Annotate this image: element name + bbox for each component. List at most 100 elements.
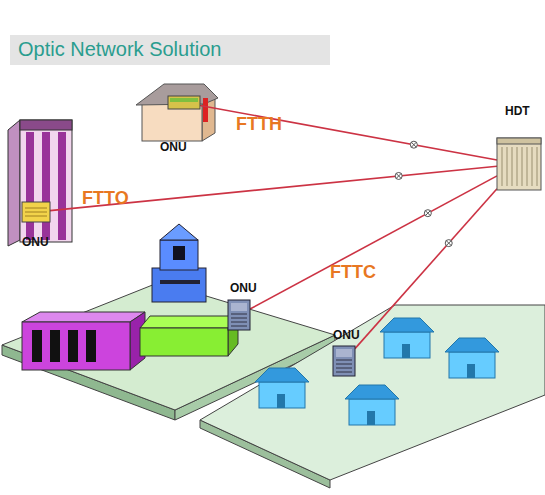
house-wall	[259, 382, 305, 408]
residential-platform	[200, 305, 545, 480]
onu-vent	[25, 212, 47, 213]
hdt-slot	[532, 147, 533, 186]
house-wall	[449, 352, 495, 378]
house-door	[467, 364, 475, 378]
house-door	[402, 344, 410, 358]
house-door	[277, 394, 285, 408]
onu-box: ONU	[333, 346, 355, 376]
node-label: ONU	[22, 235, 49, 249]
hdt-cabinet	[497, 138, 541, 190]
splice-circle	[424, 210, 431, 217]
onu-vent	[336, 368, 352, 369]
tower-stripe	[42, 132, 50, 240]
onu-device	[168, 96, 200, 109]
house-roof	[445, 338, 499, 352]
tower-front	[20, 120, 72, 242]
splice-symbol	[445, 240, 452, 247]
head-end-box: HDT	[497, 138, 541, 190]
node-label: ONU	[333, 328, 360, 342]
house-wall	[349, 399, 395, 425]
blue-building-dome	[160, 224, 198, 240]
house-side	[202, 96, 215, 141]
fiber-link	[200, 105, 497, 160]
node-label: HDT	[505, 104, 530, 118]
onu-panel	[231, 303, 247, 311]
onu-box: ONU	[168, 96, 200, 109]
blue-building-stripe	[160, 280, 200, 284]
tower-stripe	[58, 132, 66, 240]
hdt-top	[497, 138, 541, 144]
onu-vent	[25, 208, 47, 209]
onu-panel	[336, 349, 352, 357]
onu-vent	[231, 326, 247, 327]
link-label: FTTO	[82, 188, 129, 209]
splice-cross	[425, 211, 430, 216]
node-label: ONU	[160, 140, 187, 154]
splice-circle	[445, 240, 452, 247]
block-window	[32, 330, 42, 362]
house-wall	[384, 332, 430, 358]
block-window	[68, 330, 78, 362]
splice-circle	[395, 172, 402, 179]
block-front	[22, 322, 130, 370]
tower-roof	[20, 120, 72, 130]
blue-building-base	[152, 268, 206, 302]
tower-stripe	[26, 132, 34, 240]
node-shape	[333, 346, 355, 376]
hdt-slot	[527, 147, 528, 186]
onu-vent	[336, 364, 352, 365]
splice-cross	[396, 173, 401, 178]
blue-building-window	[173, 246, 185, 260]
splice-cross	[411, 142, 416, 147]
onu-vent	[231, 314, 247, 315]
node-shape	[497, 138, 541, 190]
splice-cross	[446, 241, 451, 246]
node-shape	[228, 300, 250, 330]
title-band	[10, 35, 330, 65]
hdt-slot	[517, 147, 518, 186]
hdt-slot	[537, 147, 538, 186]
house-roof	[380, 318, 434, 332]
onu-device	[22, 202, 50, 222]
onu-vent	[336, 360, 352, 361]
onu-vent	[231, 318, 247, 319]
link-label: FTTC	[330, 262, 376, 283]
fiber-entry	[203, 98, 208, 122]
onu-vent	[336, 372, 352, 373]
block-top	[22, 312, 145, 322]
hdt-slot	[522, 147, 523, 186]
splice-symbol	[410, 141, 417, 148]
green-building-front	[140, 328, 228, 356]
splice-symbol	[395, 172, 402, 179]
onu-vent	[231, 322, 247, 323]
onu-box: ONU	[228, 300, 250, 330]
green-building-top	[140, 316, 238, 328]
node-shape	[22, 202, 50, 222]
house-roof	[345, 385, 399, 399]
diagram-title: Optic Network Solution	[18, 38, 221, 61]
node-label: ONU	[230, 281, 257, 295]
node-shape	[168, 96, 200, 109]
onu-panel	[170, 98, 198, 102]
house-door	[367, 411, 375, 425]
hdt-slot	[512, 147, 513, 186]
house-roof	[255, 368, 309, 382]
hdt-slot	[502, 147, 503, 186]
fiber-link	[50, 166, 497, 210]
onu-device	[228, 300, 250, 330]
splice-circle	[410, 141, 417, 148]
fiber-link	[355, 189, 497, 349]
tower-side	[8, 120, 20, 246]
block-window	[86, 330, 96, 362]
link-label: FTTH	[236, 114, 282, 135]
blue-building-upper	[160, 240, 198, 270]
onu-device	[333, 346, 355, 376]
onu-box: ONU	[22, 202, 50, 222]
fiber-link	[250, 176, 497, 309]
block-window	[50, 330, 60, 362]
splice-symbol	[424, 210, 431, 217]
hdt-slot	[507, 147, 508, 186]
